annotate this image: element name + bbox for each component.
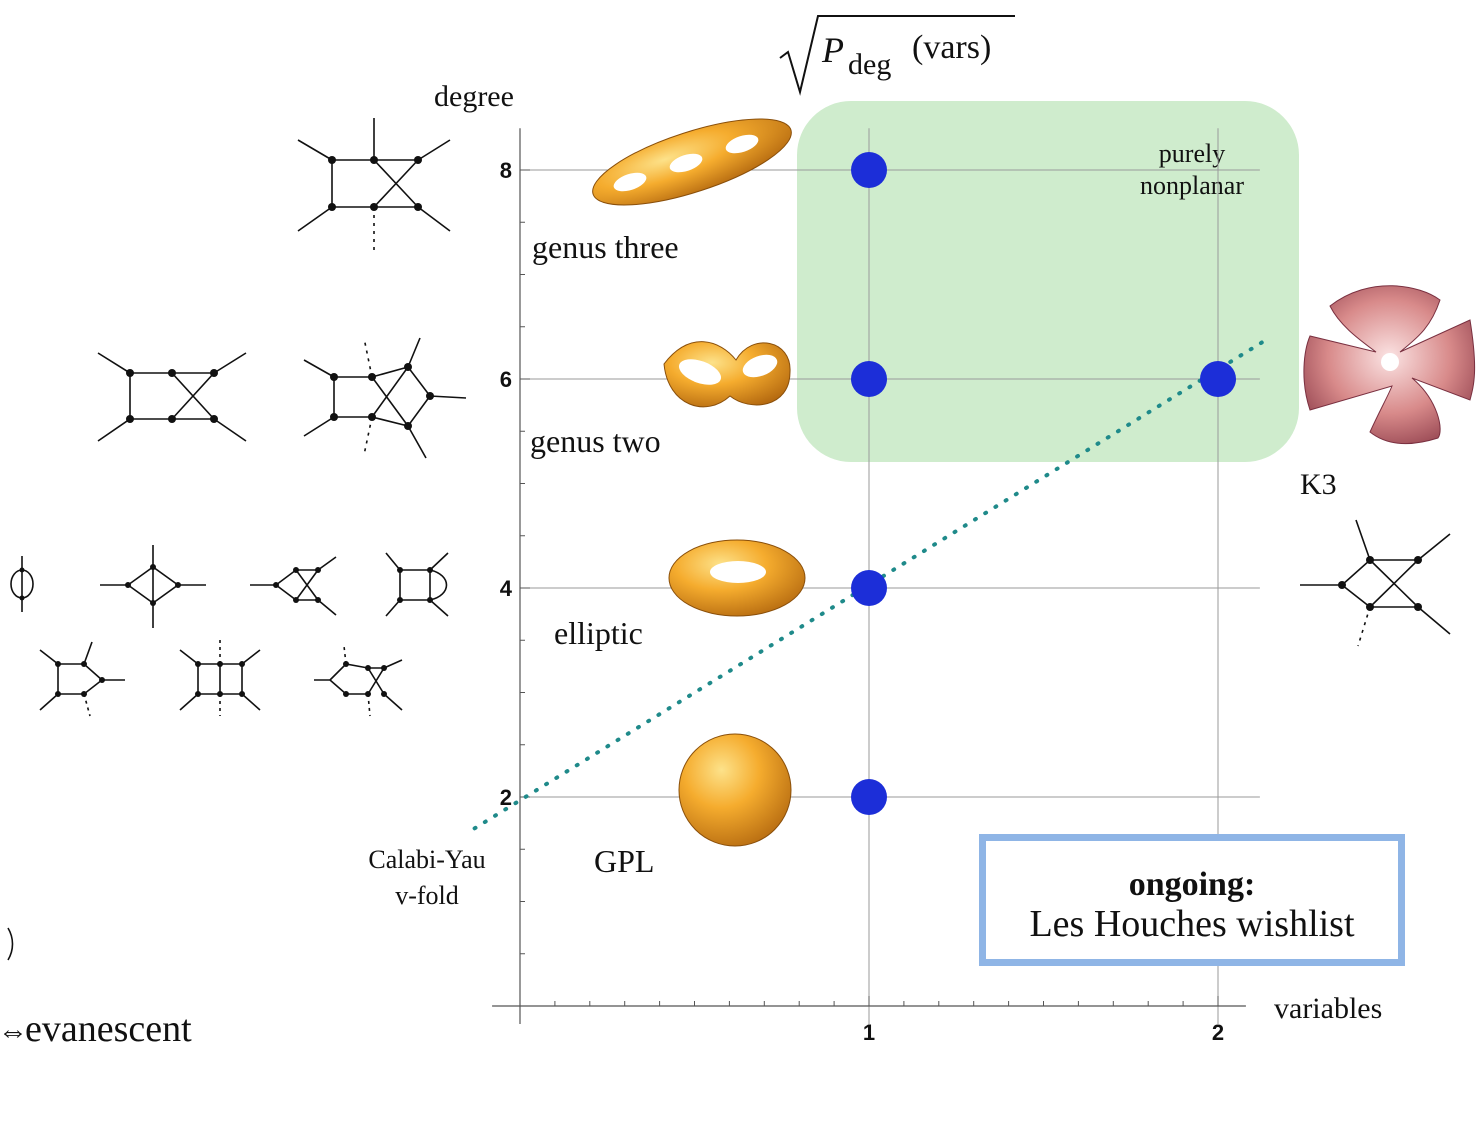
title-p: P bbox=[821, 30, 844, 70]
axes bbox=[492, 128, 1246, 1024]
feynman-diagram-genus-three bbox=[297, 118, 451, 250]
feynman-diagram-pentagon bbox=[39, 641, 125, 717]
genus-three-surface bbox=[592, 118, 792, 206]
cropped-bracket bbox=[7, 927, 14, 961]
y-tick-label-2: 2 bbox=[500, 785, 512, 810]
y-tick-label-6: 6 bbox=[500, 367, 512, 392]
data-points bbox=[851, 152, 1236, 815]
sphere-surface bbox=[678, 733, 792, 847]
wishlist-title: ongoing: bbox=[1128, 866, 1256, 903]
data-point-x1-y8 bbox=[851, 152, 887, 188]
feynman-diagram-nonplanar-small bbox=[314, 645, 403, 717]
feynman-diagram-triangle-cross bbox=[250, 556, 337, 616]
feynman-diagram-diamond bbox=[100, 545, 206, 628]
label-genus-two: genus two bbox=[530, 423, 661, 459]
feynman-diagram-box-bubble bbox=[385, 552, 449, 617]
label-calabi-yau-line2: v-fold bbox=[395, 881, 459, 910]
data-point-x1-y4 bbox=[851, 570, 887, 606]
genus-two-surface bbox=[663, 341, 791, 408]
wishlist-box: ongoing: Les Houches wishlist bbox=[979, 834, 1405, 966]
label-calabi-yau-line1: Calabi-Yau bbox=[368, 845, 485, 874]
label-k3: K3 bbox=[1300, 468, 1337, 501]
feynman-diagram-bubble bbox=[10, 556, 34, 612]
y-tick-label-4: 4 bbox=[500, 576, 513, 601]
y-tick-label-8: 8 bbox=[500, 158, 512, 183]
title-suffix: (vars) bbox=[912, 29, 991, 66]
data-point-x1-y6 bbox=[851, 361, 887, 397]
feynman-vertices bbox=[19, 156, 1422, 697]
data-point-x2-y6 bbox=[1200, 361, 1236, 397]
plot-title: P deg (vars) bbox=[779, 15, 1015, 96]
label-genus-three: genus three bbox=[532, 229, 679, 265]
wishlist-text: Les Houches wishlist bbox=[1029, 903, 1355, 945]
feynman-diagram-double-box bbox=[179, 640, 261, 716]
label-elliptic: elliptic bbox=[554, 615, 643, 651]
title-subscript: deg bbox=[848, 48, 891, 81]
arrow-glyph: ⇔ bbox=[0, 1015, 28, 1048]
feynman-diagram-genus-two-a bbox=[97, 352, 247, 442]
sqrt-sign bbox=[779, 15, 1015, 96]
x-tick-label-2: 2 bbox=[1212, 1020, 1224, 1045]
torus-surface bbox=[668, 539, 806, 617]
nonplanar-region bbox=[797, 101, 1299, 462]
label-gpl: GPL bbox=[594, 843, 654, 879]
region-label-line1: purely bbox=[1159, 139, 1225, 168]
tick-labels: 2 4 6 8 1 2 bbox=[500, 158, 1224, 1045]
data-point-x1-y2 bbox=[851, 779, 887, 815]
k3-surface bbox=[1303, 285, 1476, 445]
region-label-line2: nonplanar bbox=[1140, 171, 1244, 200]
feynman-diagram-k3 bbox=[1300, 519, 1451, 647]
x-axis-label: variables bbox=[1274, 992, 1382, 1025]
feynman-diagram-genus-two-b bbox=[303, 337, 467, 459]
y-axis-label: degree bbox=[434, 80, 514, 113]
label-evanescent: evanescent bbox=[25, 1008, 192, 1050]
x-tick-label-1: 1 bbox=[863, 1020, 875, 1045]
